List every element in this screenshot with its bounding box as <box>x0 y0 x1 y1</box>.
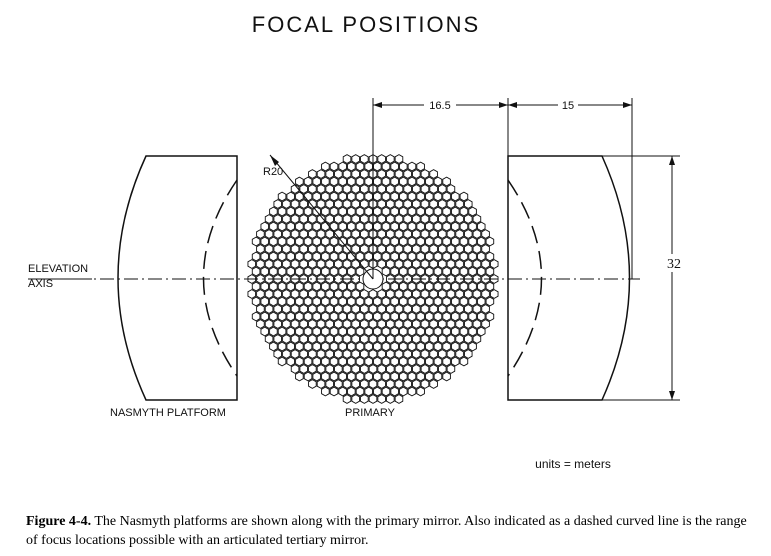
dim-16-5-arrow-left <box>373 102 382 108</box>
dim-32-arrow-bottom <box>669 391 675 400</box>
radius-arrowhead <box>270 155 279 166</box>
radius-leader-line <box>269 154 374 280</box>
dim-16-5-arrow-right <box>499 102 508 108</box>
caption-text: The Nasmyth platforms are shown along wi… <box>26 514 747 548</box>
primary-label: PRIMARY <box>345 407 396 419</box>
hex-segments-path <box>247 154 499 404</box>
dim-15-arrow-right <box>623 102 632 108</box>
axis-label: AXIS <box>28 278 53 290</box>
figure-caption: Figure 4-4. The Nasmyth platforms are sh… <box>26 512 761 550</box>
diagram-title: FOCAL POSITIONS <box>252 12 480 37</box>
dim-16-5-label: 16.5 <box>429 100 450 112</box>
elevation-label: ELEVATION <box>28 263 88 275</box>
right-focus-range-dashed-arc <box>507 179 543 377</box>
focal-positions-diagram: FOCAL POSITIONS ELEVATION AXIS R20 16.5 … <box>28 12 681 471</box>
left-focus-range-dashed-arc <box>202 179 238 377</box>
dim-32-arrow-top <box>669 156 675 165</box>
units-label: units = meters <box>535 457 611 471</box>
nasmyth-platform-label: NASMYTH PLATFORM <box>110 407 226 419</box>
dim-15-arrow-left <box>508 102 517 108</box>
dim-15-label: 15 <box>562 100 574 112</box>
figure-number: Figure 4-4. <box>26 514 92 529</box>
dim-32-label: 32 <box>667 257 681 272</box>
left-nasmyth-platform <box>117 155 238 401</box>
radius-label: R20 <box>263 166 283 178</box>
right-nasmyth-platform <box>507 155 631 401</box>
primary-mirror-segments <box>247 154 499 404</box>
